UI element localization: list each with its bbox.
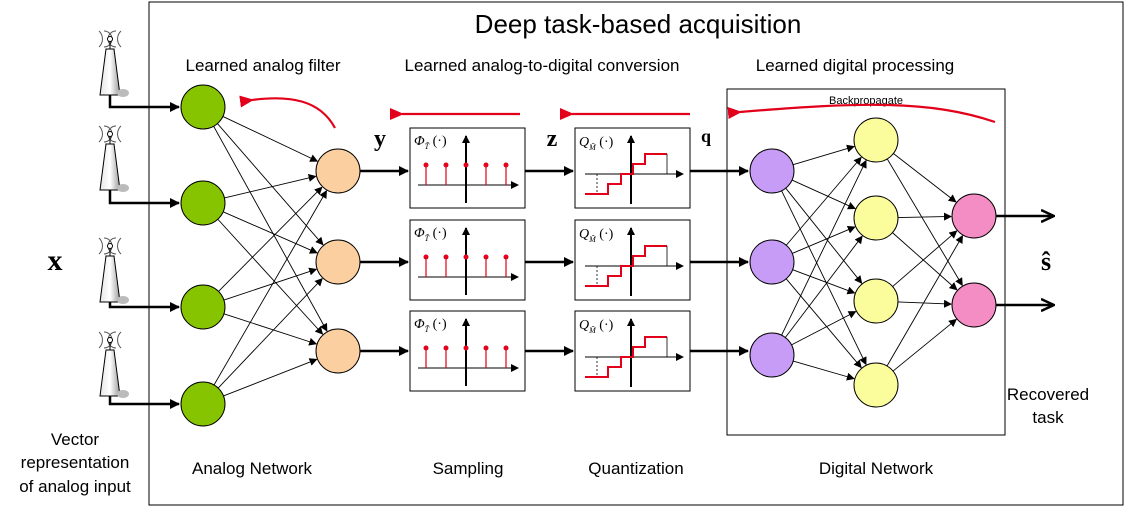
analog-edge [223, 267, 318, 301]
digital-input-node [749, 239, 795, 285]
digital-edge-hidden [781, 159, 867, 336]
backprop-arrow-digital [727, 103, 996, 124]
label-learned-adc: Learned analog-to-digital conversion [404, 56, 679, 75]
analog-edge [223, 313, 318, 346]
digital-hidden-node [853, 195, 899, 241]
digital-edge-hidden [792, 226, 856, 254]
digital-edge-hidden [785, 156, 862, 246]
backprop-arrow-analog [239, 95, 336, 129]
output-label-line1: Recovered [1007, 385, 1089, 404]
antenna-feed [108, 302, 180, 312]
digital-edge-hidden [791, 311, 857, 346]
sampling-function-label: ΦT̃ (·) [414, 226, 447, 243]
analog-edge [224, 174, 317, 199]
antenna-feed [108, 190, 180, 208]
signal-flow-arrows [108, 95, 1054, 409]
analog-edge [222, 116, 319, 162]
digital-edge-output [893, 153, 957, 203]
antenna-group [98, 30, 129, 398]
label-learned-analog-filter: Learned analog filter [185, 56, 340, 75]
symbol-x: x [48, 244, 63, 277]
digital-hidden-node [853, 362, 899, 408]
digital-edge-output [892, 232, 958, 291]
analog-edge [223, 358, 318, 397]
analog-hidden-node [315, 328, 361, 374]
digital-output-node [951, 282, 997, 328]
antenna-icon [98, 30, 129, 97]
digital-input-node [749, 148, 795, 194]
analog-hidden-node [315, 239, 361, 285]
network-nodes [180, 84, 997, 427]
input-node [180, 381, 226, 427]
label-learned-digital-processing: Learned digital processing [756, 56, 954, 75]
quantization-function-label: QM̃ (·) [579, 135, 614, 152]
input-node [180, 284, 226, 330]
symbol-q: q [701, 126, 711, 146]
sampling-function-label: ΦT̃ (·) [414, 317, 447, 334]
digital-edge-hidden [784, 235, 863, 338]
symbol-y: y [374, 126, 386, 152]
analog-edge [213, 126, 328, 332]
analog-edge [218, 186, 323, 292]
sampling-block: ΦT̃ (·) [409, 127, 526, 209]
label-analog-network: Analog Network [192, 459, 313, 478]
symbol-s-hat: ŝ [1041, 247, 1051, 276]
input-label-line2: representation [21, 453, 130, 472]
analog-edge [217, 123, 324, 246]
digital-edge-hidden [791, 179, 856, 210]
input-node [180, 84, 226, 130]
quantization-block: QM̃ (·) [574, 127, 691, 209]
digital-edge-output [892, 230, 958, 287]
network-edges [213, 116, 963, 397]
digital-edge-output [897, 299, 953, 308]
antenna-icon [98, 237, 129, 304]
digital-output-node [951, 193, 997, 239]
input-label-line3: of analog input [19, 477, 131, 496]
diagram-title: Deep task-based acquisition [475, 9, 802, 39]
digital-edge-hidden [781, 190, 867, 366]
input-node [180, 180, 226, 226]
digital-hidden-node [853, 278, 899, 324]
analog-edge [217, 218, 324, 335]
analog-edge [222, 211, 318, 254]
analog-edge [217, 277, 323, 389]
antenna-feed [108, 95, 180, 112]
digital-edge-hidden [785, 278, 862, 369]
analog-edge [213, 190, 327, 386]
antenna-feed [108, 396, 180, 409]
quantization-function-label: QM̃ (·) [579, 318, 614, 335]
digital-edge-output [886, 235, 963, 367]
digital-edge-hidden [792, 269, 856, 295]
digital-edge-output [886, 158, 963, 287]
digital-edge-hidden [793, 360, 855, 381]
adc-blocks: ΦT̃ (·) QM̃ (·) ΦT̃ (·) QM̃ (·) ΦT̃ (·) QM̃ (… [409, 127, 691, 392]
digital-edge-output [892, 318, 957, 372]
digital-edge-output [897, 212, 953, 221]
output-label-line2: task [1032, 408, 1064, 427]
quantization-block: QM̃ (·) [574, 219, 691, 301]
quantization-block: QM̃ (·) [574, 310, 691, 392]
sampling-function-label: ΦT̃ (·) [414, 134, 447, 151]
antenna-icon [98, 125, 129, 192]
symbol-z: z [547, 126, 558, 152]
digital-edge-hidden [792, 144, 855, 166]
label-digital-network: Digital Network [819, 459, 934, 478]
analog-hidden-node [315, 148, 361, 194]
input-label-line1: Vector [51, 430, 100, 449]
label-sampling: Sampling [433, 459, 504, 478]
antenna-icon [98, 331, 129, 398]
digital-hidden-node [853, 117, 899, 163]
sampling-block: ΦT̃ (·) [409, 219, 526, 301]
digital-input-node [749, 332, 795, 378]
label-quantization: Quantization [588, 459, 683, 478]
sampling-block: ΦT̃ (·) [409, 310, 526, 392]
digital-edge-hidden [785, 187, 863, 284]
quantization-function-label: QM̃ (·) [579, 227, 614, 244]
